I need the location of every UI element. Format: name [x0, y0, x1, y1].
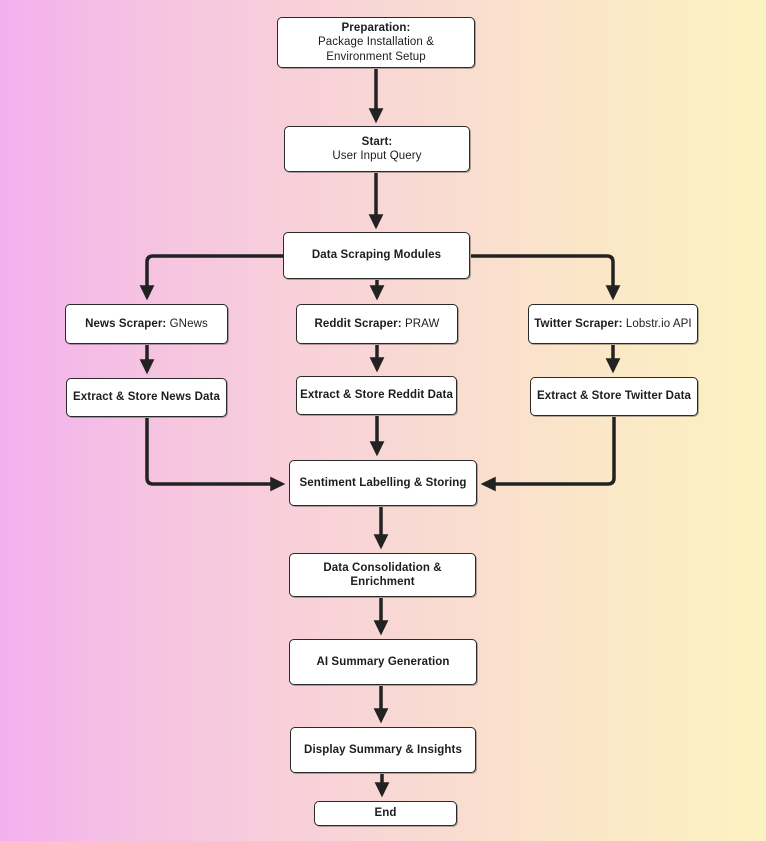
node-news-scraper-bold: News Scraper:: [85, 317, 167, 330]
node-data-consolidation: Data Consolidation & Enrichment: [289, 553, 476, 597]
node-data-scraping-modules-label: Data Scraping Modules: [311, 249, 442, 262]
node-preparation-title: Preparation:: [341, 21, 411, 34]
node-extract-store-twitter-label: Extract & Store Twitter Data: [536, 390, 692, 403]
node-preparation: Preparation: Package Installation & Envi…: [277, 17, 475, 68]
node-display-summary-insights: Display Summary & Insights: [290, 727, 476, 773]
node-twitter-scraper-bold: Twitter Scraper:: [534, 317, 623, 330]
node-sentiment-labelling-label: Sentiment Labelling & Storing: [299, 476, 467, 489]
node-start: Start: User Input Query: [284, 126, 470, 172]
node-data-consolidation-line1: Data Consolidation &: [323, 561, 442, 574]
arrow-scraping-to-news: [139, 254, 283, 301]
node-reddit-scraper: Reddit Scraper: PRAW: [296, 304, 458, 344]
node-news-scraper: News Scraper: GNews: [65, 304, 228, 344]
node-extract-store-reddit-label: Extract & Store Reddit Data: [300, 389, 453, 402]
node-ai-summary-generation-label: AI Summary Generation: [316, 655, 450, 668]
node-start-line1: User Input Query: [332, 150, 422, 162]
node-twitter-scraper-rest: Lobstr.io API: [622, 317, 692, 330]
node-news-scraper-rest: GNews: [166, 317, 208, 330]
node-reddit-scraper-bold: Reddit Scraper:: [314, 317, 402, 330]
node-preparation-line1: Package Installation &: [318, 36, 434, 49]
node-end: End: [314, 801, 457, 826]
node-data-consolidation-line2: Enrichment: [350, 576, 415, 588]
node-extract-store-news: Extract & Store News Data: [66, 378, 227, 417]
node-preparation-line2: Environment Setup: [326, 50, 426, 63]
node-sentiment-labelling: Sentiment Labelling & Storing: [289, 460, 477, 506]
node-extract-store-reddit: Extract & Store Reddit Data: [296, 376, 457, 415]
node-extract-store-twitter: Extract & Store Twitter Data: [530, 377, 698, 416]
node-reddit-scraper-rest: PRAW: [401, 317, 440, 330]
node-display-summary-insights-label: Display Summary & Insights: [304, 743, 462, 756]
arrow-extract-news-to-sentiment: [145, 418, 286, 492]
node-twitter-scraper: Twitter Scraper: Lobstr.io API: [528, 304, 698, 344]
node-start-title: Start:: [361, 135, 393, 148]
arrow-scraping-to-twitter: [471, 254, 621, 301]
node-data-scraping-modules: Data Scraping Modules: [283, 232, 470, 279]
node-ai-summary-generation: AI Summary Generation: [289, 639, 477, 685]
node-extract-store-news-label: Extract & Store News Data: [73, 391, 220, 404]
node-end-label: End: [374, 807, 397, 820]
arrow-extract-twitter-to-sentiment: [480, 417, 616, 492]
